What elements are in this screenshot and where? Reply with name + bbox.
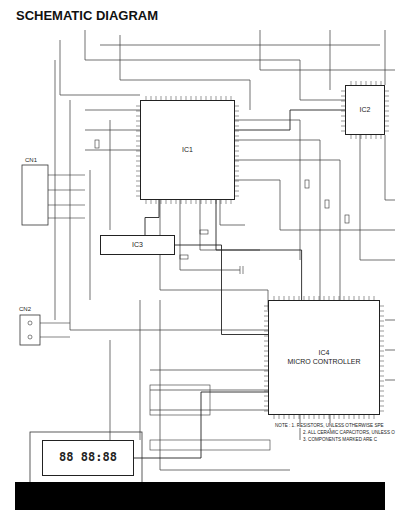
- connector-name: CN2: [18, 306, 32, 312]
- chip-name: IC2: [360, 106, 371, 114]
- chip-name: IC3: [132, 241, 143, 249]
- lcd-display: 88 88:88: [42, 440, 134, 476]
- signal-wire: [235, 110, 345, 130]
- chip-name: 88 88:88: [59, 451, 117, 465]
- ic-chip: IC3: [100, 235, 175, 255]
- ic-chip: IC1: [140, 100, 235, 200]
- ic-chip: IC2: [345, 85, 385, 135]
- signal-wire: [134, 392, 268, 458]
- signal-wire: [145, 200, 159, 235]
- note-text: 3. COMPONENTS MARKED ARE C: [303, 437, 377, 442]
- microcontroller-chip: IC4MICRO CONTROLLER: [268, 300, 380, 415]
- chip-name: IC4: [319, 349, 330, 357]
- chip-function: MICRO CONTROLLER: [287, 358, 360, 366]
- chip-name: IC1: [182, 146, 193, 154]
- note-text: 2. ALL CERAMIC CAPACITORS, UNLESS O: [303, 430, 395, 435]
- connector-name: CN1: [24, 157, 38, 163]
- note-text: NOTE : 1. RESISTORS, UNLESS OTHERWISE SP…: [275, 423, 384, 428]
- diagram-title: SCHEMATIC DIAGRAM: [16, 8, 158, 23]
- signal-wire: [216, 200, 302, 300]
- signal-wire: [175, 245, 268, 335]
